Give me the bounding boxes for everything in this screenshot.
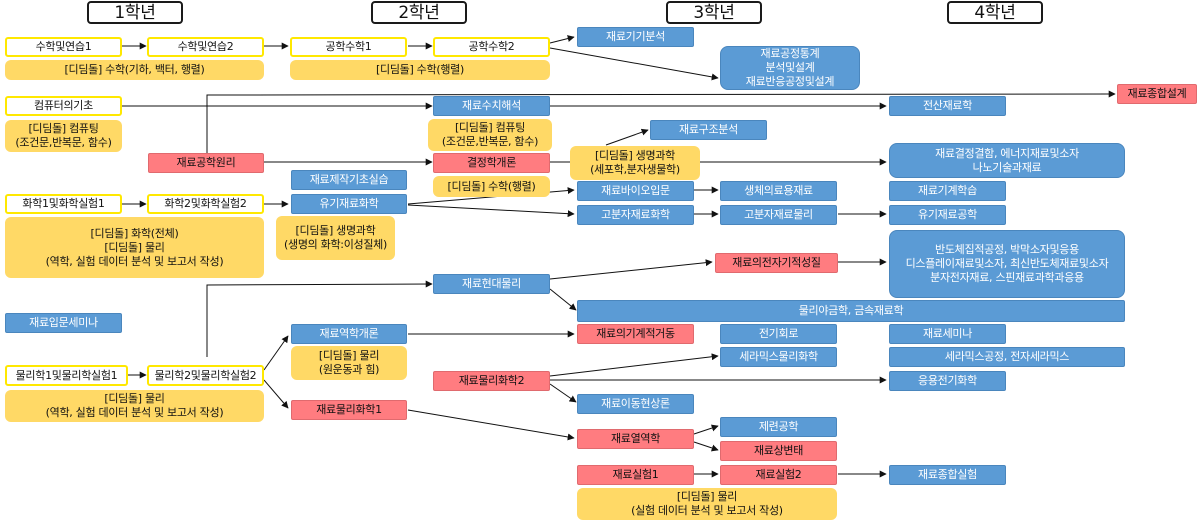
course-phys-lab-2: 물리학2및물리학실험2 bbox=[147, 365, 264, 386]
course-math-practice-1: 수학및연습1 bbox=[5, 37, 122, 57]
note-chem-phys-1: [디딤돌] 화학(전체) [디딤돌] 물리 (역학, 실험 데이터 분석 및 보… bbox=[5, 217, 264, 278]
course-ceramic-physchem: 세라믹스물리화학 bbox=[720, 347, 837, 367]
course-organic-engineering: 유기재료공학 bbox=[889, 205, 1006, 225]
course-bio-intro: 재료바이오입문 bbox=[577, 181, 694, 201]
course-math-practice-2: 수학및연습2 bbox=[147, 37, 264, 57]
note-computing-1: [디딤돌] 컴퓨팅 (조건문,반복문, 함수) bbox=[5, 120, 122, 152]
course-physical-metallurgy: 물리야금학, 금속재료학 bbox=[577, 300, 1125, 322]
note-computing-2: [디딤돌] 컴퓨팅 (조건문,반복문, 함수) bbox=[428, 119, 552, 151]
course-eng-math-1: 공학수학1 bbox=[290, 37, 407, 57]
note-math-matrix-2: [디딤돌] 수학(행렬) bbox=[290, 60, 550, 80]
course-chem-lab-1: 화학1및화학실험1 bbox=[5, 194, 122, 214]
year-3-header: 3학년 bbox=[666, 1, 762, 24]
course-seminar: 재료세미나 bbox=[889, 324, 1006, 344]
note-math-matrix-3: [디딤돌] 수학(행렬) bbox=[433, 176, 550, 197]
course-electronic-properties: 재료의전자기적성질 bbox=[715, 253, 838, 273]
course-mechanical-learning: 재료기계학습 bbox=[889, 181, 1006, 201]
course-eng-math-2: 공학수학2 bbox=[433, 37, 550, 57]
course-organic-materials: 유기재료화학 bbox=[291, 194, 407, 214]
course-chem-lab-2: 화학2및화학실험2 bbox=[147, 194, 264, 214]
course-computer-basics: 컴퓨터의기초 bbox=[5, 96, 122, 116]
course-materials-physchem-2: 재료물리화학2 bbox=[433, 371, 550, 391]
course-semiconductor-group: 반도체집적공정, 박막소자및응용 디스플레이재료및소자, 최신반도체재료및소자 … bbox=[889, 230, 1125, 298]
course-ceramic-process: 세라믹스공정, 전자세라믹스 bbox=[889, 347, 1125, 367]
note-math-geometry: [디딤돌] 수학(기하, 백터, 행렬) bbox=[5, 60, 264, 80]
course-materials-principles: 재료공학원리 bbox=[148, 153, 264, 173]
course-integrated-lab: 재료종합실험 bbox=[889, 465, 1006, 485]
note-phys-lab-report-3: [디딤돌] 물리 (실험 데이터 분석 및 보고서 작성) bbox=[577, 488, 837, 520]
course-polymer-chem: 고분자재료화학 bbox=[577, 205, 694, 225]
course-structure-analysis: 재료구조분석 bbox=[650, 120, 767, 140]
course-defects-nano: 재료결정결함, 에너지재료및소자 나노기술과재료 bbox=[889, 143, 1125, 178]
year-1-header: 1학년 bbox=[87, 1, 183, 24]
course-process-statistics: 재료공정통계 분석및설계 재료반응공정및설계 bbox=[720, 46, 860, 90]
course-biomedical: 생체의료용재료 bbox=[720, 181, 837, 201]
year-4-header: 4학년 bbox=[947, 1, 1043, 24]
course-lab-1: 재료실험1 bbox=[577, 465, 694, 485]
course-fabrication-practice: 재료제작기초실습 bbox=[291, 170, 407, 190]
note-phys-report-1: [디딤돌] 물리 (역학, 실험 데이터 분석 및 보고서 작성) bbox=[5, 390, 264, 422]
course-thermo-intro: 재료역학개론 bbox=[291, 324, 407, 344]
year-2-header: 2학년 bbox=[371, 1, 467, 24]
course-crystallography: 결정학개론 bbox=[433, 153, 550, 173]
course-intro-seminar: 재료입문세미나 bbox=[5, 313, 122, 333]
course-applied-electrochem: 응용전기화학 bbox=[889, 371, 1006, 391]
course-mech-behavior: 재료의기계적거동 bbox=[577, 324, 694, 344]
course-computational-materials: 전산재료학 bbox=[889, 96, 1006, 116]
course-materials-analysis: 재료기기분석 bbox=[577, 27, 694, 47]
note-life-science-2: [디딤돌] 생명과학 (생명의 화학:이성질체) bbox=[276, 216, 395, 260]
course-capstone-design: 재료종합설계 bbox=[1117, 84, 1197, 104]
course-numerical-analysis: 재료수치해석 bbox=[433, 96, 550, 116]
course-lab-2: 재료실험2 bbox=[720, 465, 837, 485]
course-materials-physchem-1: 재료물리화학1 bbox=[291, 400, 407, 420]
course-thermodynamics: 재료열역학 bbox=[577, 429, 694, 449]
course-phase-transformation: 재료상변태 bbox=[720, 441, 837, 461]
note-life-science-3: [디딤돌] 생명과학 (세포학,분자생물학) bbox=[570, 146, 700, 180]
course-polymer-phys: 고분자재료물리 bbox=[720, 205, 837, 225]
course-phys-lab-1: 물리학1및물리학실험1 bbox=[5, 365, 128, 386]
note-phys-circular: [디딤돌] 물리 (원운동과 힘) bbox=[291, 346, 407, 380]
course-transport: 재료이동현상론 bbox=[577, 394, 694, 414]
course-modern-physics: 재료현대물리 bbox=[433, 274, 550, 294]
course-smelting: 제련공학 bbox=[720, 417, 837, 437]
course-electric-circuits: 전기회로 bbox=[720, 324, 837, 344]
